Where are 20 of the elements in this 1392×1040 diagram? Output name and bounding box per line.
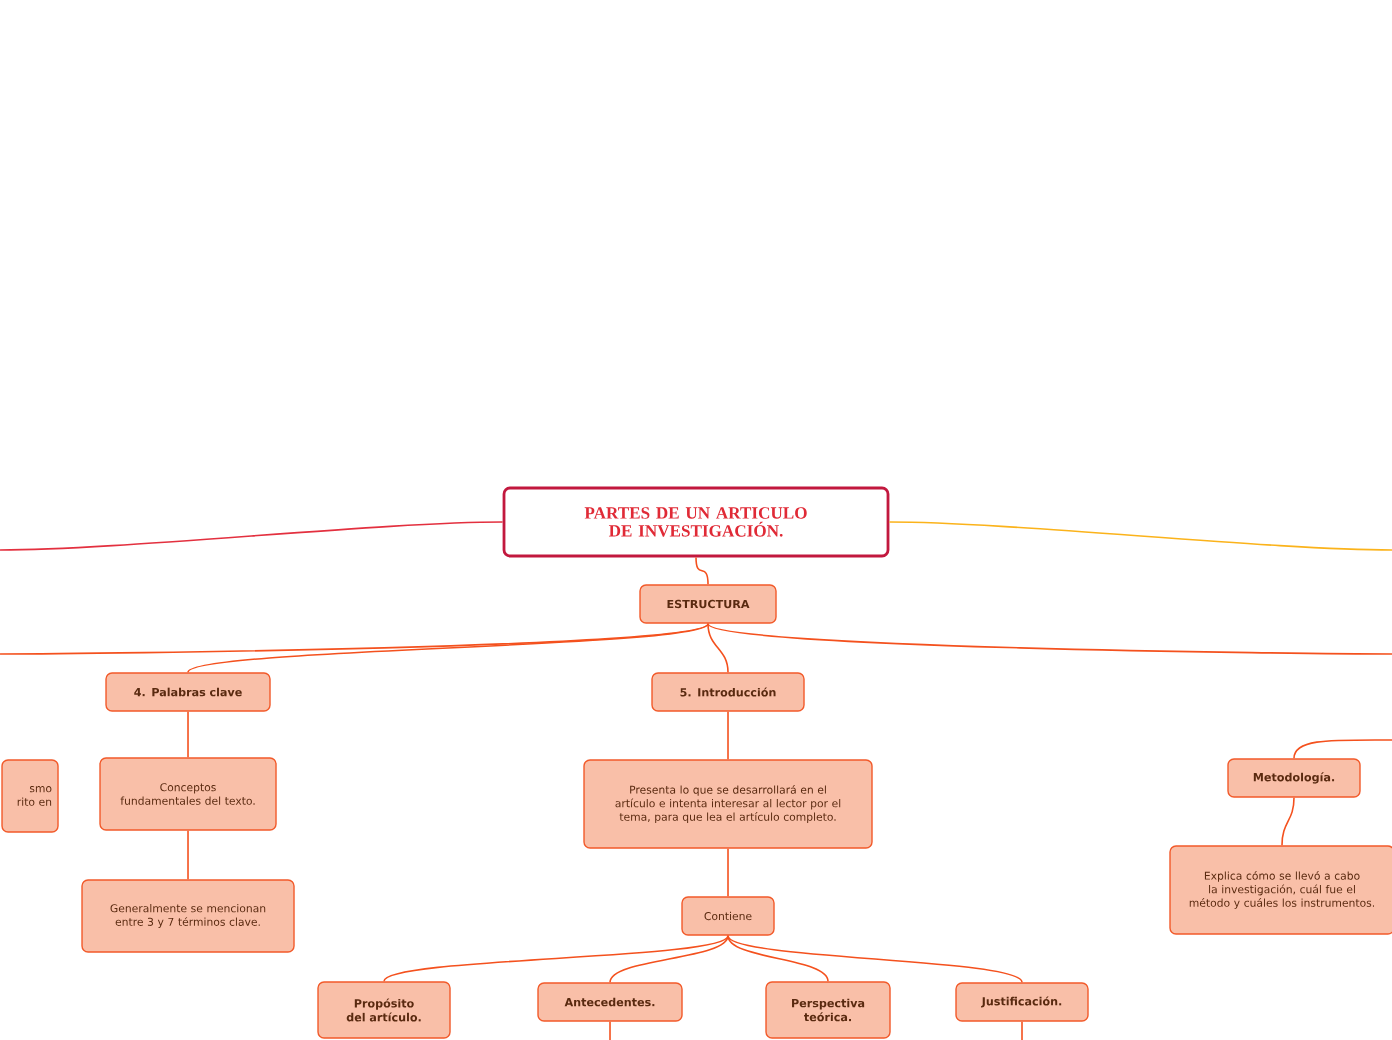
connector-line: [707, 622, 729, 674]
connector-line: [707, 622, 1392, 655]
connector-line: [609, 934, 729, 984]
connector-line: [888, 521, 1392, 551]
connector-line: [187, 829, 189, 881]
connector-line: [1281, 796, 1295, 847]
connector-line: [727, 847, 729, 898]
connector-line: [187, 710, 189, 759]
connector-line: [187, 622, 709, 674]
connector-line: [1293, 739, 1392, 760]
connector-line: [0, 622, 709, 655]
connector-line: [0, 521, 504, 551]
title-box: PARTES DE UN ARTICULO DE INVESTIGACIÓN.: [502, 486, 890, 558]
connector-line: [695, 556, 709, 586]
connector-line: [609, 1020, 611, 1040]
connector-line: [727, 934, 1023, 984]
connector-line: [727, 934, 829, 983]
connector-line: [383, 934, 729, 983]
connector-line: [727, 710, 729, 761]
connector-line: [1021, 1020, 1023, 1040]
